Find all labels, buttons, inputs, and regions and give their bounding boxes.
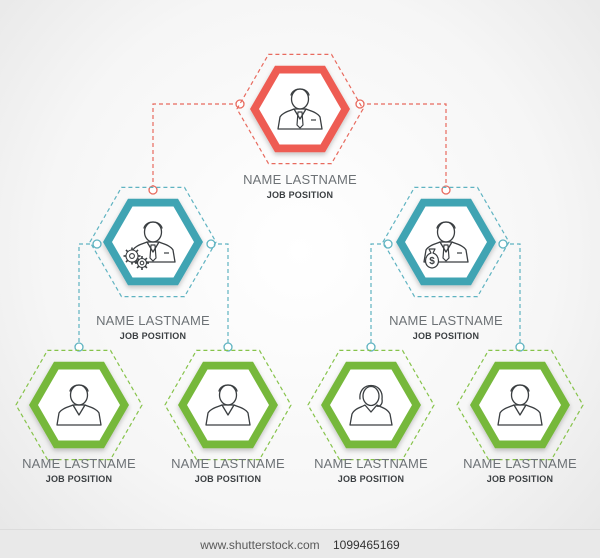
node-dashed-outline	[89, 186, 217, 298]
connector-ceo-left	[152, 103, 240, 190]
org-node-staff-3[interactable]: NAME LASTNAME JOB POSITION	[307, 349, 435, 484]
node-name: NAME LASTNAME	[171, 456, 285, 471]
node-dashed-outline	[236, 53, 364, 165]
node-job-position: JOB POSITION	[120, 331, 186, 341]
connector-dot	[235, 99, 245, 109]
connector-manager-left-staff-1	[78, 243, 97, 347]
node-name: NAME LASTNAME	[463, 456, 577, 471]
connector-dot	[206, 239, 216, 249]
org-node-manager-left[interactable]: NAME LASTNAME JOB POSITION	[89, 186, 217, 341]
node-job-position: JOB POSITION	[46, 474, 112, 484]
male-user-icon	[56, 384, 102, 426]
node-name: NAME LASTNAME	[243, 172, 357, 187]
businessman-gears-icon	[123, 221, 176, 270]
org-node-staff-1[interactable]: NAME LASTNAME JOB POSITION	[15, 349, 143, 484]
org-node-staff-2[interactable]: NAME LASTNAME JOB POSITION	[164, 349, 292, 484]
node-name: NAME LASTNAME	[96, 313, 210, 328]
watermark-footer: www.shutterstock.com 1099465169	[0, 529, 600, 558]
male-user-icon	[205, 384, 251, 426]
connector-dot	[92, 239, 102, 249]
connector-manager-right-staff-4	[503, 243, 521, 347]
node-job-position: JOB POSITION	[195, 474, 261, 484]
node-dashed-outline	[456, 349, 584, 461]
node-dashed-outline	[164, 349, 292, 461]
node-dashed-outline	[307, 349, 435, 461]
watermark-image-id: 1099465169	[332, 538, 400, 552]
connector-dot	[498, 239, 508, 249]
org-node-ceo[interactable]: NAME LASTNAME JOB POSITION	[236, 53, 364, 200]
org-nodes: NAME LASTNAME JOB POSITION NAME LASTNAME JO…	[15, 53, 584, 484]
businessman-tie-icon	[277, 88, 323, 130]
node-name: NAME LASTNAME	[389, 313, 503, 328]
node-job-position: JOB POSITION	[267, 190, 333, 200]
businessman-money-bag-icon: $	[423, 221, 469, 269]
male-user-icon	[497, 384, 543, 426]
female-user-icon	[349, 384, 393, 426]
node-name: NAME LASTNAME	[22, 456, 136, 471]
connector-manager-left-staff-2	[211, 243, 229, 347]
org-node-manager-right[interactable]: $ NAME LASTNAME JOB POSITION	[382, 186, 510, 341]
svg-text:$: $	[429, 256, 435, 267]
node-job-position: JOB POSITION	[487, 474, 553, 484]
node-job-position: JOB POSITION	[413, 331, 479, 341]
org-chart: NAME LASTNAME JOB POSITION NAME LASTNAME JO…	[15, 53, 584, 484]
node-dashed-outline	[15, 349, 143, 461]
node-name: NAME LASTNAME	[314, 456, 428, 471]
connector-ceo-right	[360, 103, 447, 190]
watermark-site: www.shutterstock.com	[200, 538, 320, 552]
node-job-position: JOB POSITION	[338, 474, 404, 484]
connector-manager-right-staff-3	[370, 243, 388, 347]
org-node-staff-4[interactable]: NAME LASTNAME JOB POSITION	[456, 349, 584, 484]
node-dashed-outline	[382, 186, 510, 298]
